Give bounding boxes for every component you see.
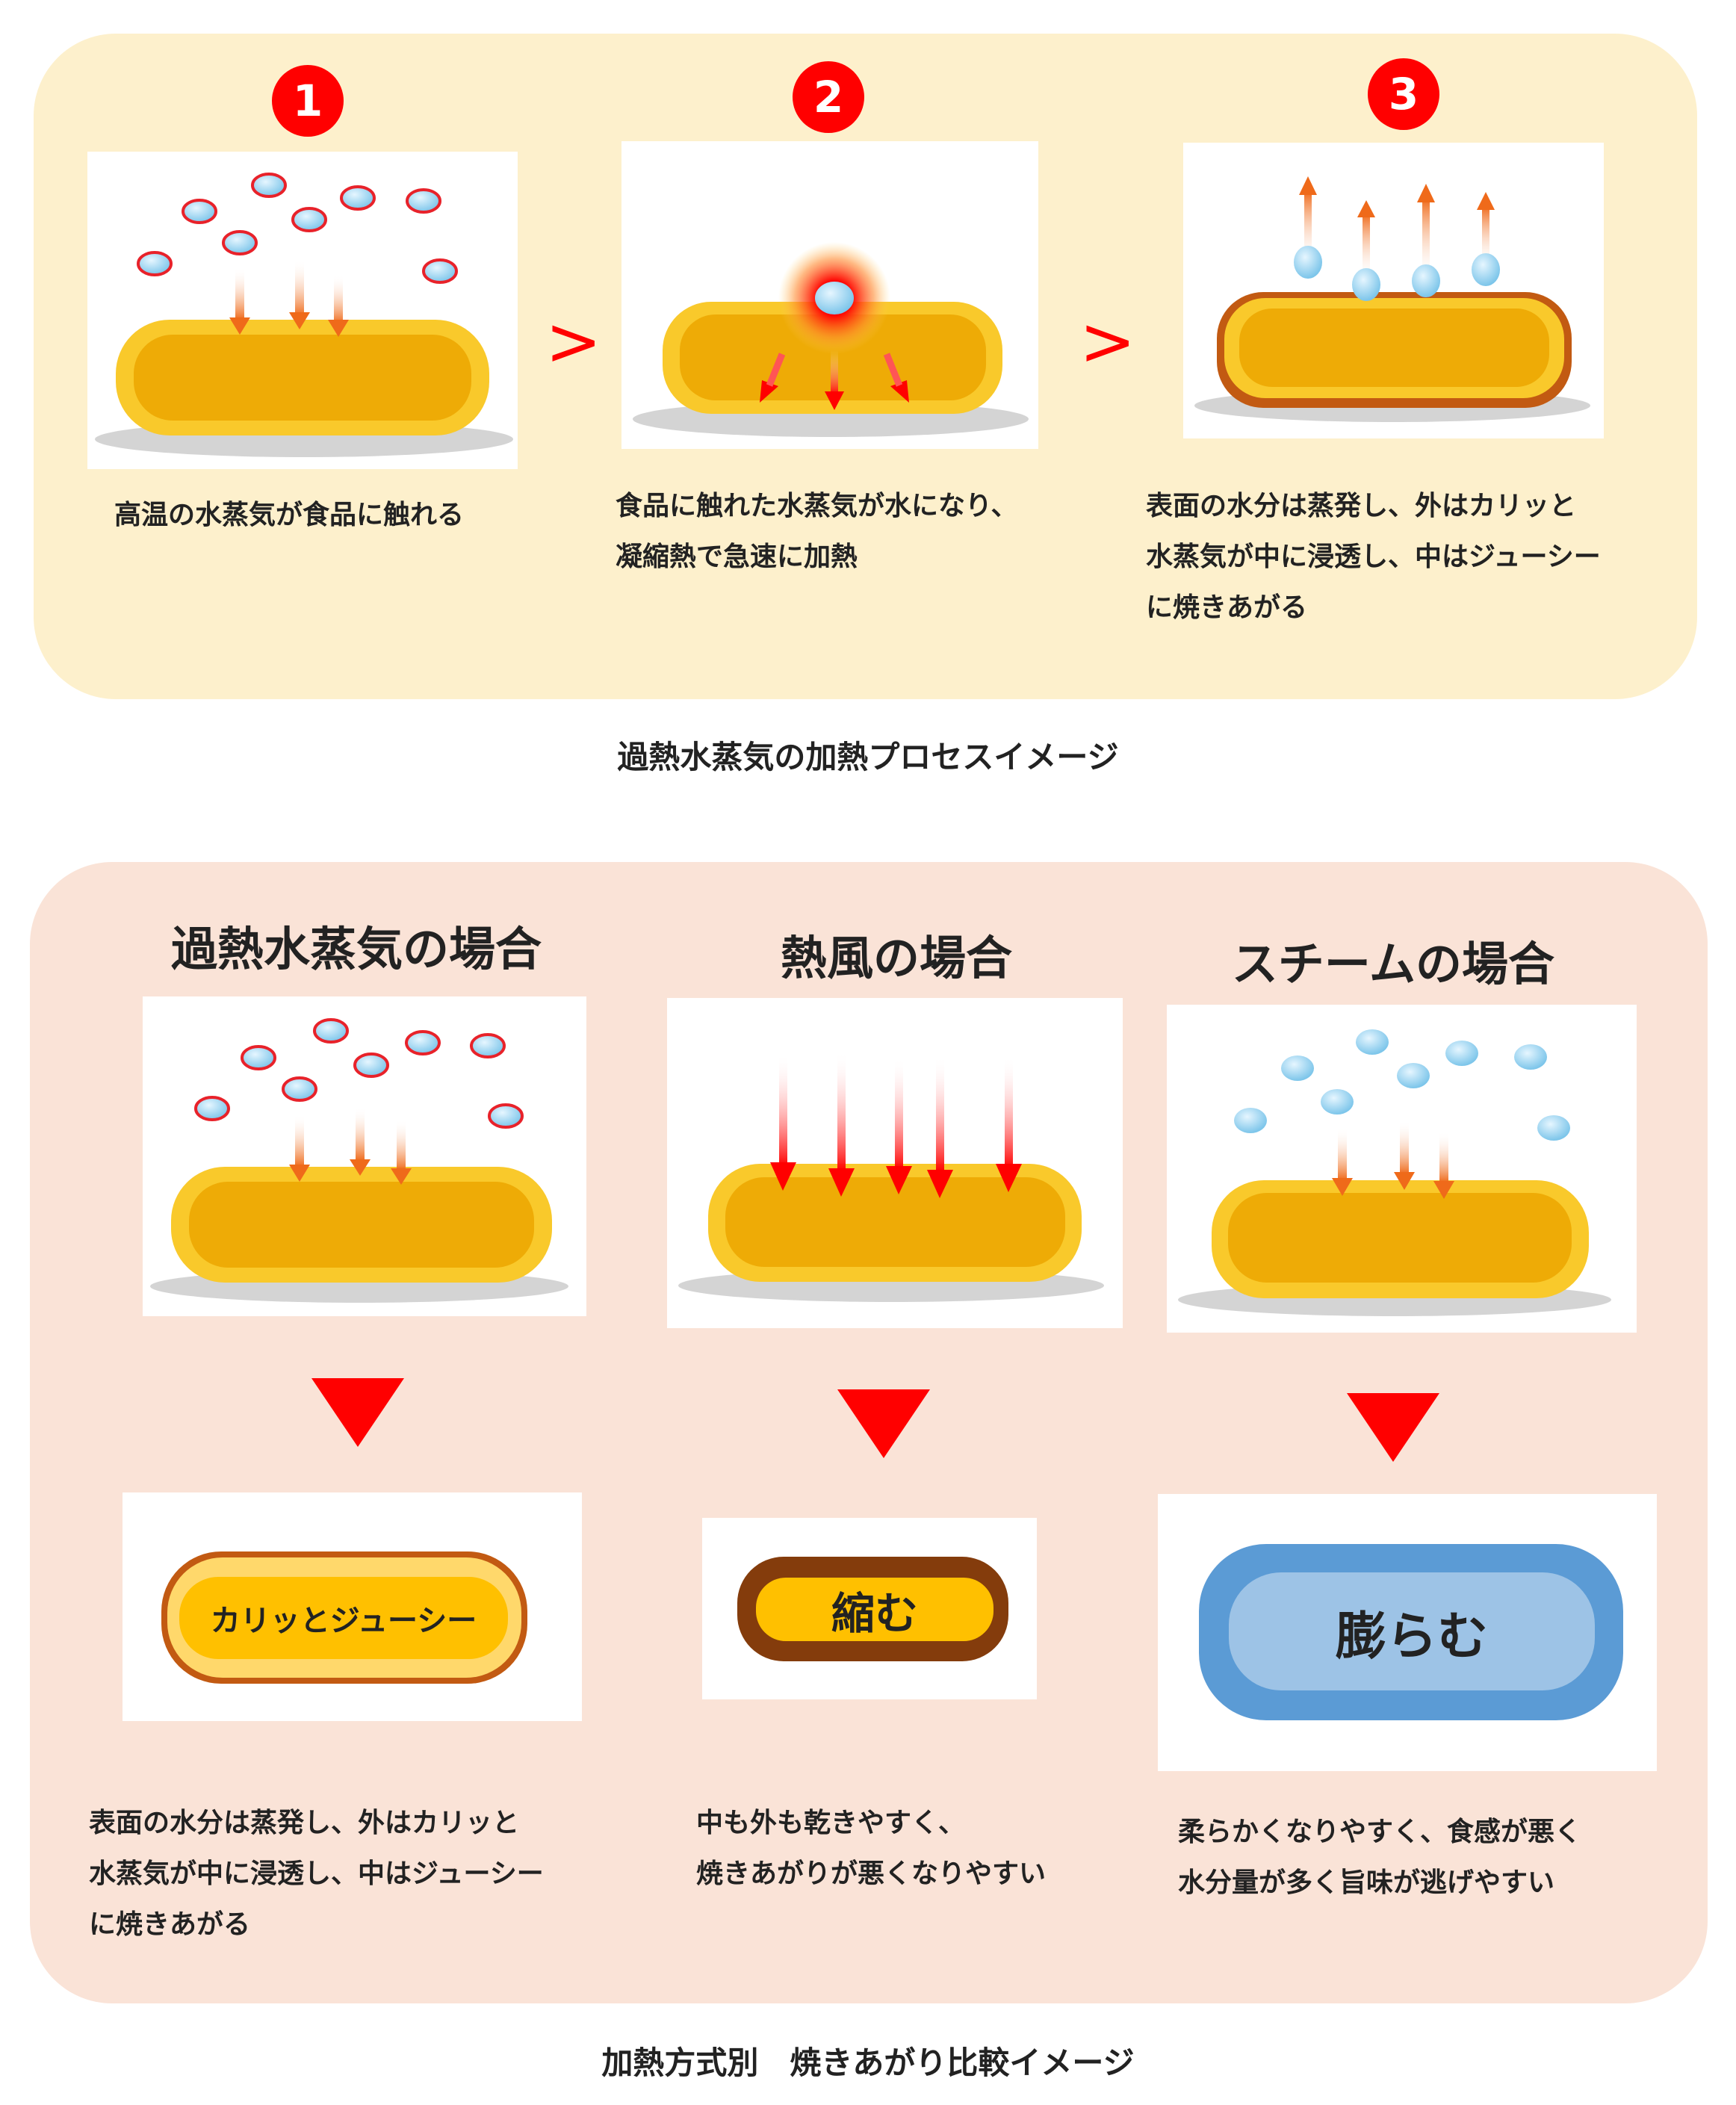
heading-hot-air: 熱風の場合 xyxy=(780,931,1012,985)
step-1-caption: 高温の水蒸気が食品に触れる xyxy=(114,490,464,541)
step-2-caption: 食品に触れた水蒸気が水になり、 凝縮熱で急速に加熱 xyxy=(616,481,1018,583)
result-shrink: 縮む xyxy=(702,1518,1037,1699)
comparison-title: 加熱方式別 焼きあがり比較イメージ xyxy=(601,2044,1135,2081)
superheated-steam-illustration xyxy=(143,996,586,1316)
caption-line: 高温の水蒸気が食品に触れる xyxy=(114,500,465,530)
separator-chevron-2: > xyxy=(1079,303,1136,381)
caption-line: 表面の水分は蒸発し、外はカリッと xyxy=(89,1808,520,1838)
caption-line: 水蒸気が中に浸透し、中はジューシー xyxy=(1146,542,1601,572)
caption-line: 水分量が多く旨味が逃げやすい xyxy=(1178,1867,1555,1898)
result-swell: 膨らむ xyxy=(1158,1494,1657,1771)
result-crispy-juicy: カリッとジューシー xyxy=(123,1492,582,1721)
down-arrow-2 xyxy=(837,1389,930,1458)
caption-line: 食品に触れた水蒸気が水になり、 xyxy=(616,491,1018,521)
hot-air-illustration xyxy=(667,998,1123,1328)
heading-superheated-steam: 過熱水蒸気の場合 xyxy=(170,922,542,976)
caption-line: 柔らかくなりやすく、食感が悪く xyxy=(1178,1817,1582,1847)
caption-line: に焼きあがる xyxy=(1146,592,1308,623)
separator-chevron-1: > xyxy=(545,303,602,381)
caption-line: 表面の水分は蒸発し、外はカリッと xyxy=(1146,491,1577,521)
step-3-illustration xyxy=(1183,143,1604,438)
step-3-caption: 表面の水分は蒸発し、外はカリッと 水蒸気が中に浸透し、中はジューシー に焼きあが… xyxy=(1146,481,1601,633)
process-title: 過熱水蒸気の加熱プロセスイメージ xyxy=(617,739,1119,775)
step-number-1: 1 xyxy=(272,65,344,137)
caption-line: 凝縮熱で急速に加熱 xyxy=(616,542,858,572)
caption-line: 焼きあがりが悪くなりやすい xyxy=(696,1858,1047,1889)
down-arrow-3 xyxy=(1347,1393,1439,1462)
caption-line: 水蒸気が中に浸透し、中はジューシー xyxy=(89,1858,544,1889)
caption-line: 中も外も乾きやすく、 xyxy=(696,1808,966,1838)
down-arrow-1 xyxy=(311,1378,404,1447)
heading-steam: スチームの場合 xyxy=(1231,937,1555,991)
hot-air-caption: 中も外も乾きやすく、 焼きあがりが悪くなりやすい xyxy=(696,1798,1046,1900)
result-label: 縮む xyxy=(756,1578,993,1641)
step-number-2: 2 xyxy=(793,61,864,133)
steam-illustration xyxy=(1167,1005,1637,1333)
result-label: カリッとジューシー xyxy=(179,1577,508,1659)
caption-line: に焼きあがる xyxy=(89,1909,251,1940)
steam-caption: 柔らかくなりやすく、食感が悪く 水分量が多く旨味が逃げやすい xyxy=(1178,1807,1581,1909)
step-number-3: 3 xyxy=(1368,58,1439,130)
result-label: 膨らむ xyxy=(1229,1572,1595,1690)
step-1-illustration xyxy=(87,152,518,469)
step-2-illustration xyxy=(621,141,1038,449)
superheated-steam-caption: 表面の水分は蒸発し、外はカリッと 水蒸気が中に浸透し、中はジューシー に焼きあが… xyxy=(89,1798,544,1950)
